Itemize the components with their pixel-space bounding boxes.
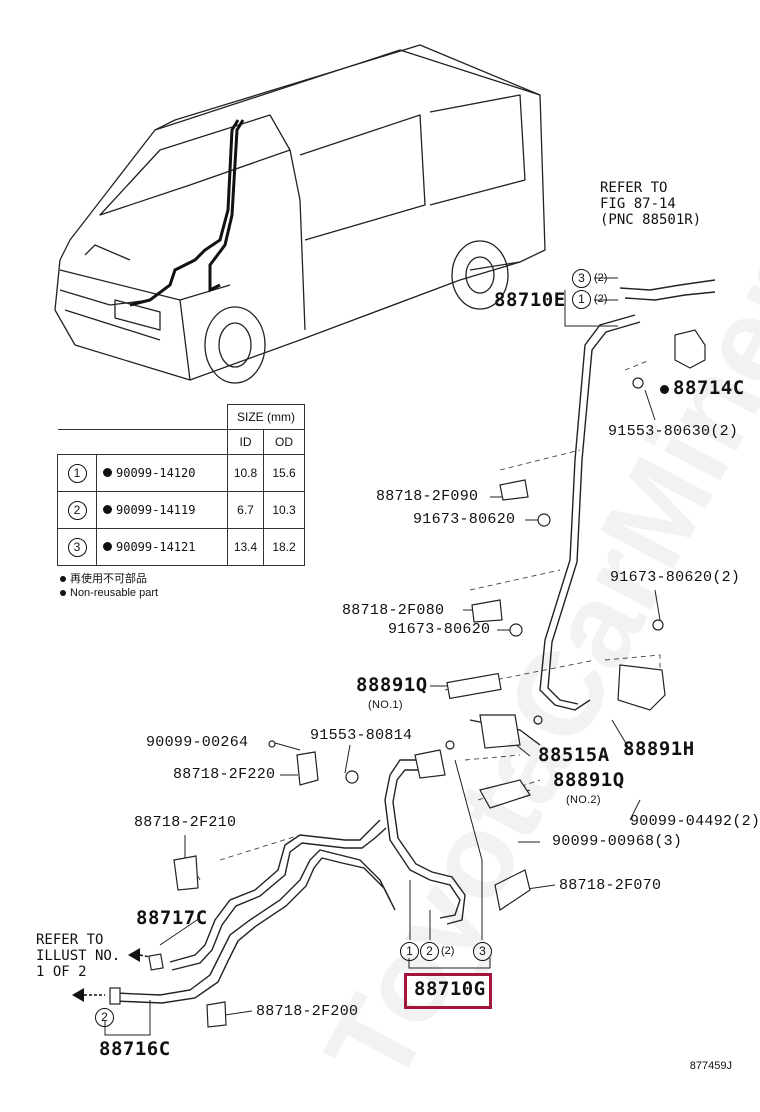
part-88717C[interactable]: 88717C [136, 907, 208, 929]
part-91553-80814[interactable]: 91553-80814 [310, 727, 413, 744]
dot-icon [60, 576, 66, 582]
part-88718-2F070[interactable]: 88718-2F070 [559, 877, 662, 894]
arrow-left-1 [128, 948, 140, 962]
footnote-jp: 再使用不可部品 [60, 570, 147, 586]
circle-number: 2 [67, 500, 87, 520]
part-91673-80620-2[interactable]: 91673-80620(2) [610, 569, 741, 586]
footnote-en-text: Non-reusable part [70, 587, 159, 599]
non-reusable-dot-icon [103, 468, 112, 477]
van-illustration [54, 44, 546, 384]
part-90099-04492[interactable]: 90099-04492(2) [630, 813, 760, 830]
arrow-line-1 [139, 954, 151, 958]
legend-od: 10.3 [263, 491, 305, 529]
circle-1-bottom: 1 [400, 942, 419, 961]
od-header: OD [263, 429, 305, 455]
part-88718-2F200[interactable]: 88718-2F200 [256, 1003, 359, 1020]
legend-od: 15.6 [263, 454, 305, 492]
valve-88515A [479, 714, 521, 749]
dot-icon [60, 590, 66, 596]
clamp-2F200 [206, 1001, 227, 1028]
circle-1-top: 1 [572, 290, 591, 309]
refer-top-note: REFER TO FIG 87-14 (PNC 88501R) [600, 180, 702, 228]
legend-id: 13.4 [227, 528, 264, 566]
part-88710G[interactable]: 88710G [414, 978, 486, 1000]
bolt-80814 [345, 770, 359, 784]
part-88515A[interactable]: 88515A [538, 744, 610, 766]
legend-row: 1 90099-14120 10.8 15.6 [57, 454, 305, 492]
footnote-en: Non-reusable part [60, 587, 158, 599]
bracket-88891Q-2 [479, 779, 531, 809]
non-reusable-dot-icon [103, 505, 112, 514]
paren-2: (2) [594, 293, 608, 305]
oring-1 [445, 740, 455, 750]
part-88718-2F220[interactable]: 88718-2F220 [173, 766, 276, 783]
circle-number: 1 [67, 463, 87, 483]
part-88718-2F090[interactable]: 88718-2F090 [376, 488, 479, 505]
circle-2-bottom: 2 [420, 942, 439, 961]
oring-2 [533, 715, 543, 725]
part-88891H[interactable]: 88891H [623, 738, 695, 760]
circle-2-left: 2 [95, 1008, 114, 1027]
part-88718-2F080[interactable]: 88718-2F080 [342, 602, 445, 619]
footnote-jp-text: 再使用不可部品 [70, 573, 147, 585]
part-91553-80630[interactable]: 91553-80630(2) [608, 423, 739, 440]
bolt-80620a [537, 513, 551, 527]
paren-2: (2) [594, 272, 608, 284]
refer-left-note: REFER TO ILLUST NO. 1 OF 2 [36, 932, 121, 980]
part-90099-00968[interactable]: 90099-00968(3) [552, 833, 683, 850]
components [109, 329, 706, 1028]
circle-3-bottom: 3 [473, 942, 492, 961]
legend-id: 6.7 [227, 491, 264, 529]
bolt-80630 [632, 377, 644, 389]
highlight-box [404, 973, 492, 1009]
clamp-2F080 [471, 599, 503, 623]
legend-code: 90099-14119 [116, 503, 196, 517]
part-88714C-label: 88714C [673, 377, 745, 399]
label-no2: (NO.2) [566, 794, 601, 806]
figure-id: 877459J [689, 1060, 732, 1072]
legend-od: 18.2 [263, 528, 305, 566]
part-88710E[interactable]: 88710E [494, 289, 566, 311]
part-90099-00264[interactable]: 90099-00264 [146, 734, 249, 751]
bolt-00264 [268, 740, 276, 748]
legend-code: 90099-14120 [116, 466, 196, 480]
part-88891Q-1[interactable]: 88891Q [356, 674, 428, 696]
part-88716C[interactable]: 88716C [99, 1038, 171, 1060]
clip-88714C [674, 329, 706, 369]
fitting-88716C [109, 987, 121, 1005]
clamp-2F070 [494, 869, 531, 911]
clamp-2F210 [173, 855, 199, 891]
circle-number: 3 [67, 537, 87, 557]
bracket-88891H [617, 664, 666, 711]
fitting-left [414, 749, 446, 779]
size-header: SIZE (mm) [227, 404, 305, 430]
arrows [72, 948, 140, 1002]
fitting-88717C [148, 953, 164, 971]
bracket-88891Q-1 [446, 672, 502, 700]
part-91673-80620-a[interactable]: 91673-80620 [413, 511, 516, 528]
van-ac-line-2 [208, 119, 245, 293]
non-reusable-dot-icon [660, 385, 669, 394]
circle-3-top: 3 [572, 269, 591, 288]
part-88714C[interactable]: 88714C [660, 377, 745, 399]
legend-row: 2 90099-14119 6.7 10.3 [57, 491, 305, 529]
part-88891Q-2[interactable]: 88891Q [553, 769, 625, 791]
clamp-2F090 [499, 479, 529, 501]
id-header: ID [227, 429, 264, 455]
legend-table: SIZE (mm) ID OD 1 90099-14120 10.8 15.6 … [57, 404, 305, 566]
legend-row: 3 90099-14121 13.4 18.2 [57, 528, 305, 566]
paren-2: (2) [441, 945, 455, 957]
clamp-2F220 [296, 751, 319, 786]
non-reusable-dot-icon [103, 542, 112, 551]
van-ac-line [129, 119, 240, 307]
part-88718-2F210[interactable]: 88718-2F210 [134, 814, 237, 831]
bolt-80620-2 [652, 619, 664, 631]
arrow-left-2 [72, 988, 84, 1002]
bolt-80620b [509, 623, 523, 637]
legend-code: 90099-14121 [116, 540, 196, 554]
legend-id: 10.8 [227, 454, 264, 492]
part-91673-80620-b[interactable]: 91673-80620 [388, 621, 491, 638]
label-no1: (NO.1) [368, 699, 403, 711]
